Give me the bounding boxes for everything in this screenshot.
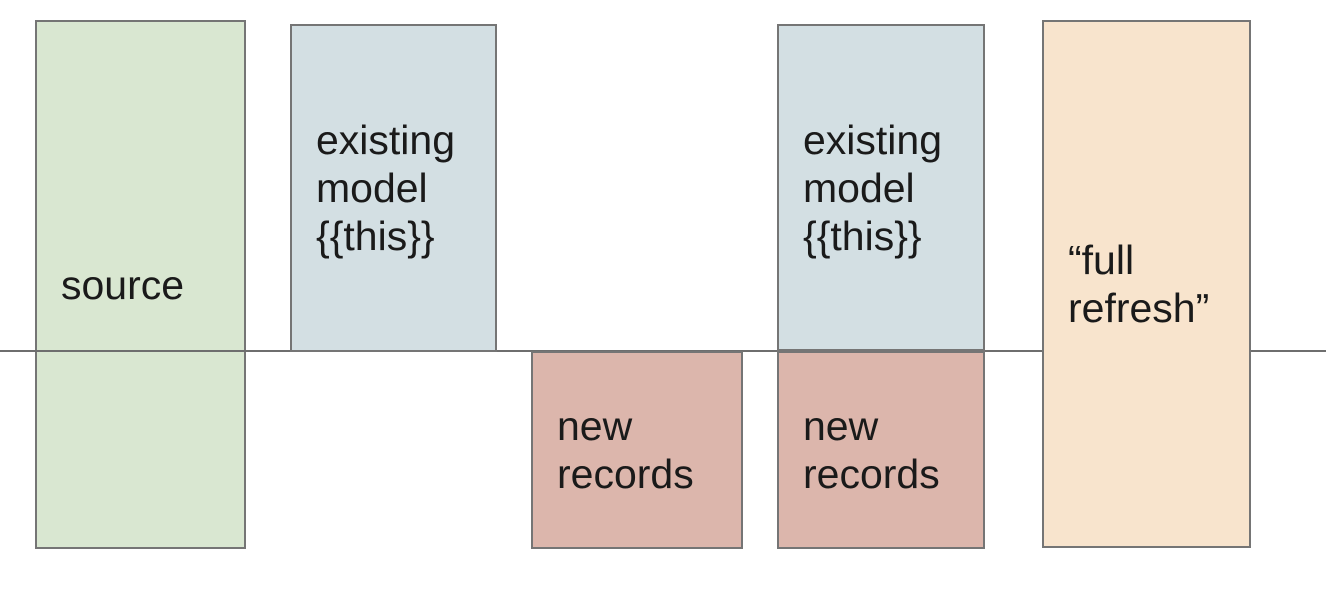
existing-model-box-1-label: existing model {{this}} xyxy=(316,117,456,259)
full-refresh-box: “full refresh” xyxy=(1042,20,1251,548)
source-box: source xyxy=(35,20,246,549)
existing-model-box-1: existing model {{this}} xyxy=(290,24,497,352)
new-records-box-2: new records xyxy=(777,351,985,549)
source-box-label: source xyxy=(61,261,185,308)
new-records-box-1-label: new records xyxy=(557,403,694,497)
existing-model-box-2-label: existing model {{this}} xyxy=(803,116,943,259)
existing-model-box-2: existing model {{this}} xyxy=(777,24,985,351)
new-records-box-1: new records xyxy=(531,351,743,549)
full-refresh-box-label: “full refresh” xyxy=(1068,237,1210,331)
new-records-box-2-label: new records xyxy=(803,403,940,497)
